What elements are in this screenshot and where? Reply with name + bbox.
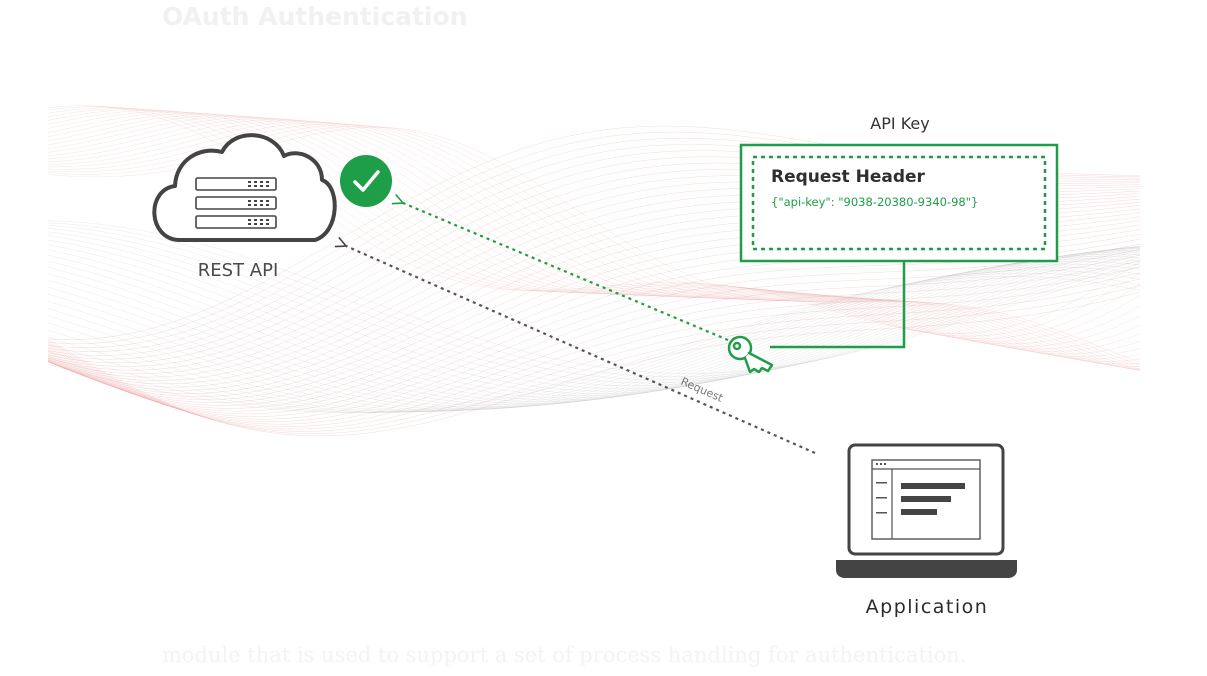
wave-line: [47, 276, 1141, 413]
wave-line: [47, 111, 1141, 352]
wave-line: [47, 108, 1141, 342]
wave-line: [47, 261, 1141, 412]
page-caption: module that is used to support a set of …: [162, 643, 967, 667]
key-icon: [727, 335, 774, 374]
wave-line: [47, 247, 1141, 397]
wave-line: [47, 251, 1141, 409]
wave-line: [47, 115, 1141, 360]
wave-line: [47, 231, 1141, 387]
wave-line: [47, 278, 1141, 432]
wave-line: [47, 111, 1141, 350]
wave-line: [47, 249, 1141, 408]
request-arrow: [346, 246, 816, 455]
wave-line: [47, 248, 1141, 407]
wave-line: [47, 266, 1141, 427]
wave-line: [47, 258, 1141, 412]
wave-line: [47, 222, 1141, 378]
cloud-server-icon: [152, 133, 337, 242]
wave-line: [47, 285, 1141, 434]
wave-line: [47, 243, 1141, 417]
wave-line: [47, 254, 1141, 422]
wave-line: [47, 225, 1141, 381]
key-arrow: [403, 203, 729, 342]
wave-line: [47, 113, 1141, 357]
server-rack-icon: [195, 177, 277, 229]
wave-line: [47, 228, 1141, 384]
wave-line: [47, 120, 1141, 371]
wave-line: [47, 246, 1141, 399]
server-label: REST API: [198, 260, 279, 281]
wave-line: [47, 269, 1141, 413]
wave-line: [47, 235, 1141, 389]
wave-line: [47, 263, 1141, 413]
wave-line: [47, 266, 1141, 413]
key-connector-line: [770, 261, 906, 349]
wave-line: [47, 272, 1141, 413]
wave-line: [47, 272, 1141, 430]
wave-line: [47, 244, 1141, 394]
wave-line: [47, 109, 1141, 345]
client-label: Application: [866, 596, 989, 618]
wave-line: [47, 253, 1141, 410]
wave-line: [47, 116, 1141, 362]
wave-line: [47, 246, 1141, 403]
wave-line: [47, 110, 1141, 347]
wave-line: [47, 260, 1141, 425]
wave-line: [47, 220, 1141, 374]
wave-line: [47, 256, 1141, 411]
request-header-value: {"api-key": "9038-20380-9340-98"}: [771, 195, 978, 209]
wave-line: [47, 107, 1141, 340]
wave-line: [48, 122, 1141, 371]
wave-line: [47, 247, 1141, 406]
wave-line: [47, 121, 1141, 371]
wave-line: [47, 119, 1141, 369]
request-header-box: Request Header {"api-key": "9038-20380-9…: [739, 143, 1059, 263]
checkmark-icon: [340, 155, 392, 207]
page-heading: OAuth Authentication: [162, 2, 468, 31]
laptop-icon: [836, 443, 1017, 578]
wave-line: [47, 112, 1141, 355]
api-key-label: API Key: [870, 114, 929, 133]
wave-line: [47, 249, 1141, 420]
wave-line: [47, 246, 1141, 404]
wave-line: [47, 291, 1141, 437]
request-header-title: Request Header: [771, 167, 926, 187]
wave-line: [47, 118, 1141, 367]
wave-line: [47, 246, 1141, 401]
wave-line: [47, 239, 1141, 392]
wave-line: [47, 117, 1141, 365]
